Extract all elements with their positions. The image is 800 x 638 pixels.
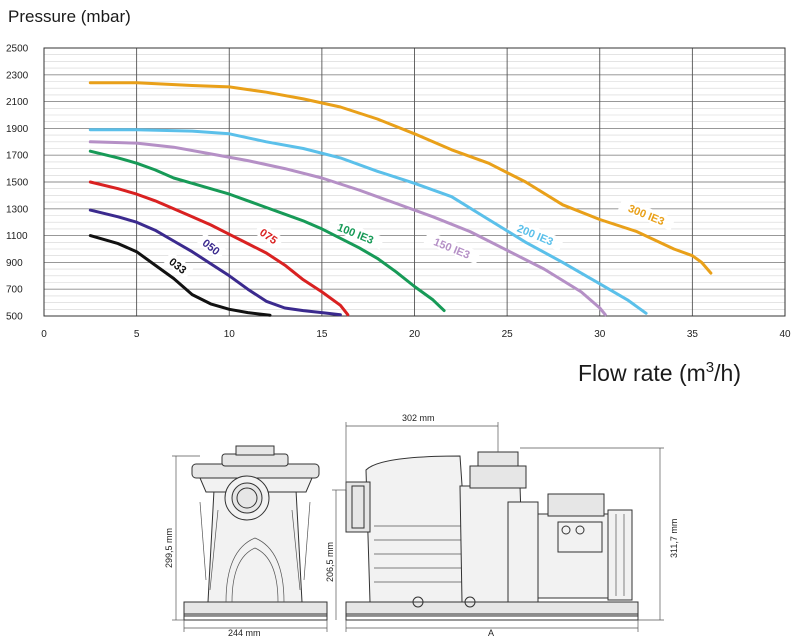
- chart-grid: [43, 47, 786, 317]
- x-axis-title-end: /h): [714, 360, 741, 386]
- series-label-bg: [253, 222, 285, 249]
- x-tick-label: 30: [594, 329, 606, 340]
- series-label-200-IE3: 200 IE3: [515, 223, 555, 249]
- front-dimensions: 299,5 mm 244 mm: [164, 455, 328, 638]
- series-label-group: 150 IE3: [423, 231, 481, 265]
- chart-ticks: 5007009001100130015001700190021002300250…: [6, 44, 791, 341]
- y-tick-label: 2100: [6, 97, 29, 108]
- y-tick-label: 2300: [6, 70, 29, 81]
- y-tick-label: 1300: [6, 204, 29, 215]
- pump-front-view: [183, 445, 328, 621]
- series-line-200-IE3: [88, 128, 648, 315]
- series-line-100-IE3: [88, 149, 446, 313]
- dim-height-inlet: 206,5 mm: [325, 542, 335, 582]
- y-tick-label: 500: [6, 312, 23, 323]
- series-label-150-IE3: 150 IE3: [432, 236, 472, 261]
- series-label-300-IE3: 300 IE3: [626, 203, 666, 228]
- series-line-033: [88, 234, 272, 317]
- dim-width-top: 302 mm: [402, 413, 435, 423]
- series-label-bg: [618, 197, 676, 231]
- x-axis-title-main: Flow rate (m: [578, 360, 706, 386]
- x-tick-label: 5: [134, 329, 140, 340]
- y-tick-label: 2500: [6, 44, 29, 55]
- series-label-bg: [507, 217, 564, 252]
- series-label-bg: [196, 232, 227, 261]
- y-tick-label: 1100: [6, 231, 28, 242]
- series-line-300-IE3: [88, 81, 713, 275]
- pump-side-view: [345, 451, 639, 621]
- dim-height-front: 299,5 mm: [164, 528, 174, 568]
- x-tick-label: 40: [779, 329, 791, 340]
- y-axis-title: Pressure (mbar): [8, 7, 131, 26]
- y-tick-label: 900: [6, 258, 23, 269]
- y-tick-label: 1500: [6, 178, 29, 189]
- series-line-050: [88, 208, 342, 317]
- side-dimensions: 302 mm 206,5 mm 311,7 mm A: [325, 413, 679, 638]
- series-line-075: [88, 180, 350, 317]
- series-line-150-IE3: [88, 140, 607, 317]
- y-tick-label: 1700: [6, 151, 29, 162]
- series-label-group: 300 IE3: [618, 197, 676, 231]
- series-label-group: 075: [253, 222, 285, 249]
- series-label-100-IE3: 100 IE3: [335, 222, 375, 247]
- x-tick-label: 35: [687, 329, 699, 340]
- dim-height-total: 311,7 mm: [669, 519, 679, 558]
- chart-series: [88, 81, 713, 317]
- y-tick-label: 1900: [6, 124, 29, 135]
- x-axis-title-sup: 3: [706, 359, 714, 376]
- y-tick-label: 700: [6, 285, 23, 296]
- x-tick-label: 20: [409, 329, 421, 340]
- pump-dimension-drawing: 299,5 mm 244 mm 302 mm: [164, 413, 679, 638]
- x-tick-label: 0: [41, 329, 47, 340]
- series-label-bg: [327, 216, 385, 250]
- series-label-bg: [423, 231, 481, 265]
- dim-length: A: [488, 628, 494, 638]
- plot-frame: [43, 47, 786, 317]
- series-label-bg: [163, 251, 194, 279]
- pressure-flow-chart: Pressure (mbar) 500 700 900 1100 1300 1500 170…: [6, 7, 791, 386]
- x-tick-label: 25: [502, 329, 514, 340]
- dim-width-base: 244 mm: [228, 628, 261, 638]
- x-tick-label: 15: [316, 329, 328, 340]
- x-tick-label: 10: [224, 329, 236, 340]
- x-axis-title: Flow rate (m3/h): [578, 359, 741, 386]
